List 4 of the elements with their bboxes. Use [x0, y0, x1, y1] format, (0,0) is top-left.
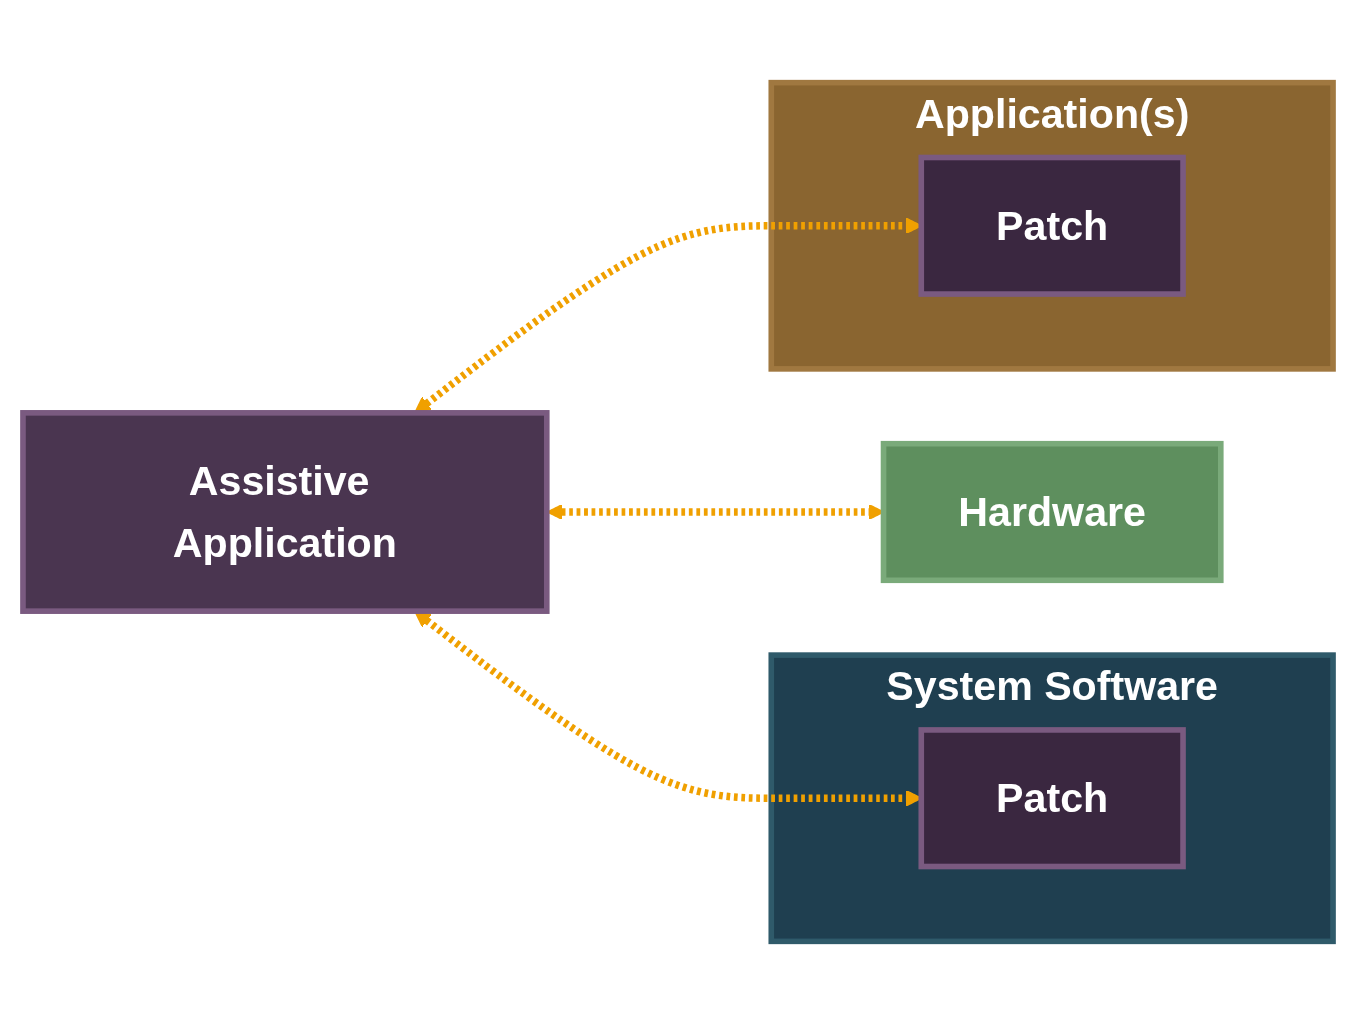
- node-box: Patch: [918, 727, 1186, 870]
- node-box: Patch: [918, 154, 1186, 297]
- node-box: Hardware: [880, 440, 1224, 584]
- node-box: Assistive Application: [20, 410, 550, 614]
